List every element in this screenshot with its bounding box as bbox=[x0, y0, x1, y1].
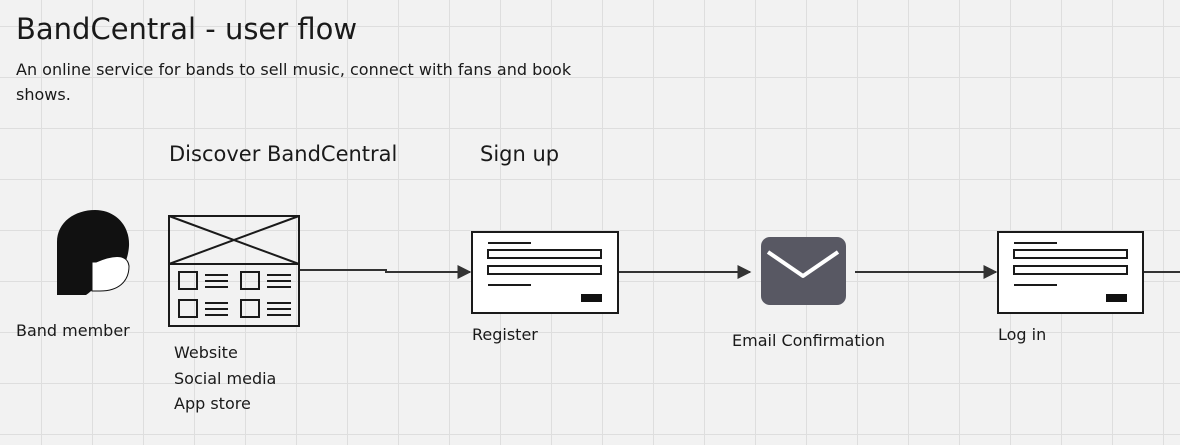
email-confirmation-label: Email Confirmation bbox=[732, 331, 885, 350]
board-title: BandCentral - user flow bbox=[16, 12, 358, 46]
discover-channel-item: App store bbox=[174, 394, 251, 413]
register-form-icon[interactable] bbox=[471, 231, 619, 314]
email-envelope-icon[interactable] bbox=[761, 237, 846, 305]
stage-heading-signup: Sign up bbox=[480, 142, 560, 166]
login-form-icon[interactable] bbox=[997, 231, 1144, 314]
discover-channel-item: Social media bbox=[174, 368, 277, 388]
stage-heading-discover: Discover BandCentral bbox=[169, 142, 398, 166]
connector-website-to-register bbox=[300, 265, 472, 279]
register-label: Register bbox=[472, 325, 538, 344]
discover-channel-item: Website bbox=[174, 343, 238, 362]
discover-channel-list: Website Social media App store bbox=[174, 340, 276, 417]
band-member-avatar-icon[interactable] bbox=[57, 210, 130, 295]
board-subtitle: An online service for bands to sell musi… bbox=[16, 60, 572, 104]
band-member-label: Band member bbox=[16, 321, 130, 340]
website-wireframe-icon[interactable] bbox=[168, 215, 300, 327]
login-label: Log in bbox=[998, 325, 1047, 344]
